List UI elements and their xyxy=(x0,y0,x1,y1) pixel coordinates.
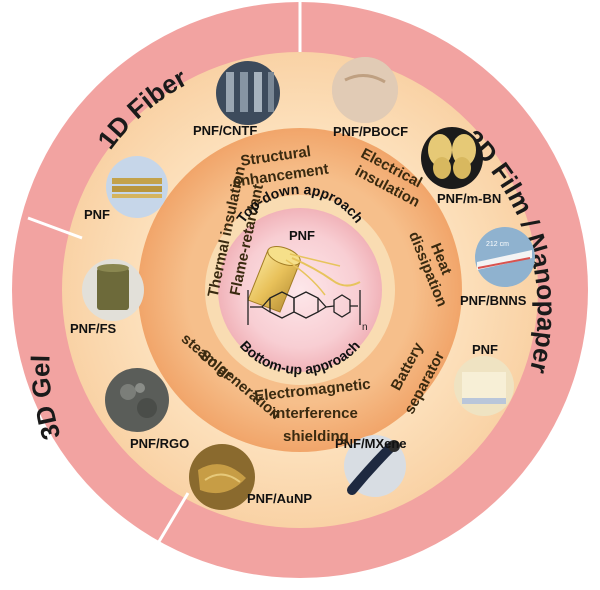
label-pnf-cntf: PNF/CNTF xyxy=(193,123,257,138)
divider-fiber-gel xyxy=(27,216,83,240)
photo-pnf-film xyxy=(454,356,514,416)
app-emi-2: interference xyxy=(272,405,358,422)
photo-pnf-fs xyxy=(82,259,144,321)
pbo-chemical-structure: n xyxy=(247,290,368,333)
label-pnf-pbocf: PNF/PBOCF xyxy=(333,124,408,139)
photo-pnf-pbocf xyxy=(332,57,398,123)
label-pnf-mxene: PNF/MXene xyxy=(335,436,407,451)
photo-pnf-rgo xyxy=(105,368,169,432)
label-center-pnf: PNF xyxy=(289,228,315,243)
nanofiber-illustration xyxy=(247,245,361,313)
core-circle xyxy=(218,208,382,372)
photo-pnf-aunp xyxy=(189,444,255,510)
divider-gel-film xyxy=(146,492,190,561)
photo-pnf-cntf xyxy=(216,61,280,125)
label-pnf-fiber: PNF xyxy=(84,207,110,222)
label-pnf-fs: PNF/FS xyxy=(70,321,117,336)
chem-subscript-n: n xyxy=(362,322,368,333)
photo-pnf-mbn xyxy=(421,127,483,189)
photo-pnf-fiber xyxy=(106,156,168,218)
bnns-scale-label: 212 cm xyxy=(486,241,509,248)
label-pnf-mbn: PNF/m-BN xyxy=(437,191,501,206)
label-pnf-bnns: PNF/BNNS xyxy=(460,293,527,308)
label-pnf-film: PNF xyxy=(472,342,498,357)
photo-pnf-mxene xyxy=(344,435,406,497)
label-pnf-rgo: PNF/RGO xyxy=(130,436,189,451)
app-emi-3: shielding xyxy=(283,428,349,445)
photo-pnf-bnns: 212 cm xyxy=(475,227,535,287)
label-pnf-aunp: PNF/AuNP xyxy=(247,491,312,506)
